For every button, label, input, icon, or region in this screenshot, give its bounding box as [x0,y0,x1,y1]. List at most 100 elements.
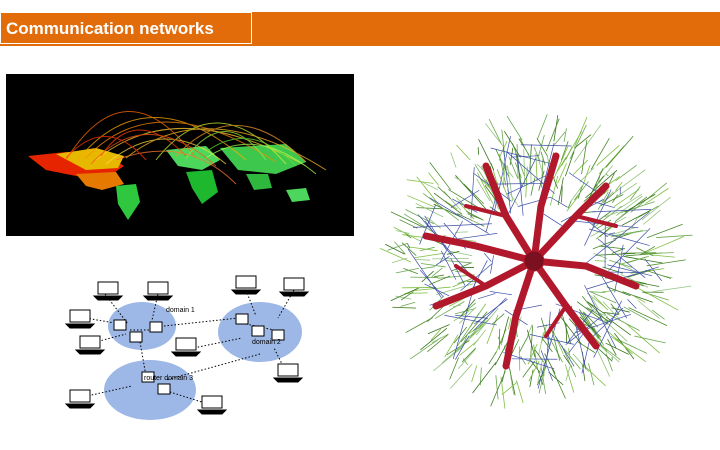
tree-edge [560,141,569,161]
tree-edge [563,128,567,142]
tree-edge [399,219,418,229]
tree-edge [400,301,416,307]
tree-cross-link [474,298,508,325]
tree-edge [393,226,421,242]
tree-cross-link [584,189,612,246]
tree-cross-link [591,307,624,339]
tree-edge [427,324,450,335]
tree-edge [615,181,623,191]
tree-edge [415,258,431,261]
tree-edge [503,169,505,189]
tree-edge [472,220,480,225]
domain-1-label: domain 1 [166,307,195,314]
tree-edge [608,259,632,268]
tree-edge [529,144,532,170]
tree-edge [490,371,506,407]
tree-edge [582,363,586,382]
tree-edge [620,273,649,288]
tree-trunk-branch [530,257,640,290]
tree-edge [605,342,629,355]
tree-edge [623,306,650,321]
tree-edge [449,357,459,380]
domain-1-cloud [108,302,176,350]
tree-edge [520,356,526,365]
tree-edge [431,333,449,343]
tree-edge [603,191,614,202]
tree-edge [457,313,480,346]
tree-edge [574,124,602,163]
tree-edge [601,289,616,293]
tree-edge [451,262,471,272]
tree-edge [485,123,504,147]
tree-edge [613,189,640,207]
tree-edge [568,348,571,359]
tree-edge [570,185,583,202]
tree-edge [537,114,548,139]
tree-edge [606,313,640,331]
tree-cross-link [506,175,546,195]
tree-cross-link [473,297,507,332]
tree-edge [615,193,643,211]
tree-edge [410,337,442,360]
tree-edge [645,269,672,279]
tree-edge [615,164,637,182]
tree-edge [478,138,495,171]
tree-edge [506,115,523,141]
tree-edge [651,309,665,320]
tree-edge [414,286,451,291]
tree-edge [612,194,618,203]
tree-edge [522,360,536,378]
tree-cross-link [507,157,537,216]
tree-edge [444,200,458,210]
tree-edge [420,263,446,268]
tree-edge [457,278,472,284]
tree-cross-link [429,197,489,234]
tree-edge [612,230,643,237]
tree-edge [433,192,463,215]
tree-edge [434,301,465,319]
tree-cross-link [591,208,652,213]
tree-edge [500,376,506,409]
tree-trunk-branch [530,152,560,265]
tree-edge [401,242,417,256]
tree-edge [456,144,471,161]
tree-edge [450,152,457,168]
tree-edge [626,270,651,278]
tree-edge [642,252,674,255]
tree-edge [512,143,525,177]
tree-edge [518,335,529,354]
tree-edge [459,339,479,356]
tree-edge [557,177,564,206]
tree-edge [559,315,583,345]
tree-edge [594,260,606,262]
tree-edge [561,345,577,378]
tree-edge [552,175,558,189]
tree-edge [590,138,610,170]
tree-edge [488,118,502,145]
tree-edge [591,297,599,309]
tree-edge [589,291,617,304]
tree-edge [421,270,434,283]
tree-edge [557,163,567,184]
tree-trunk-branch [464,204,508,218]
tree-edge [604,319,628,342]
tree-edge [525,166,528,198]
tree-edge [581,139,588,175]
tree-edge [574,117,588,147]
tree-edge [454,177,462,181]
tree-edge [488,351,497,365]
tree-cross-link [419,204,436,245]
tree-edge [553,115,559,142]
tree-cross-link [470,260,488,293]
tree-edge [593,175,604,189]
tree-edge [497,336,502,346]
tree-edge [565,364,575,393]
tree-edge [646,259,686,267]
tree-edge [601,345,621,361]
tree-edge [519,138,531,159]
tree-cross-link [424,215,447,250]
tree-edge [553,331,564,354]
tree-edge [379,248,411,263]
tree-edge [593,253,608,259]
tree-edge [536,138,549,157]
